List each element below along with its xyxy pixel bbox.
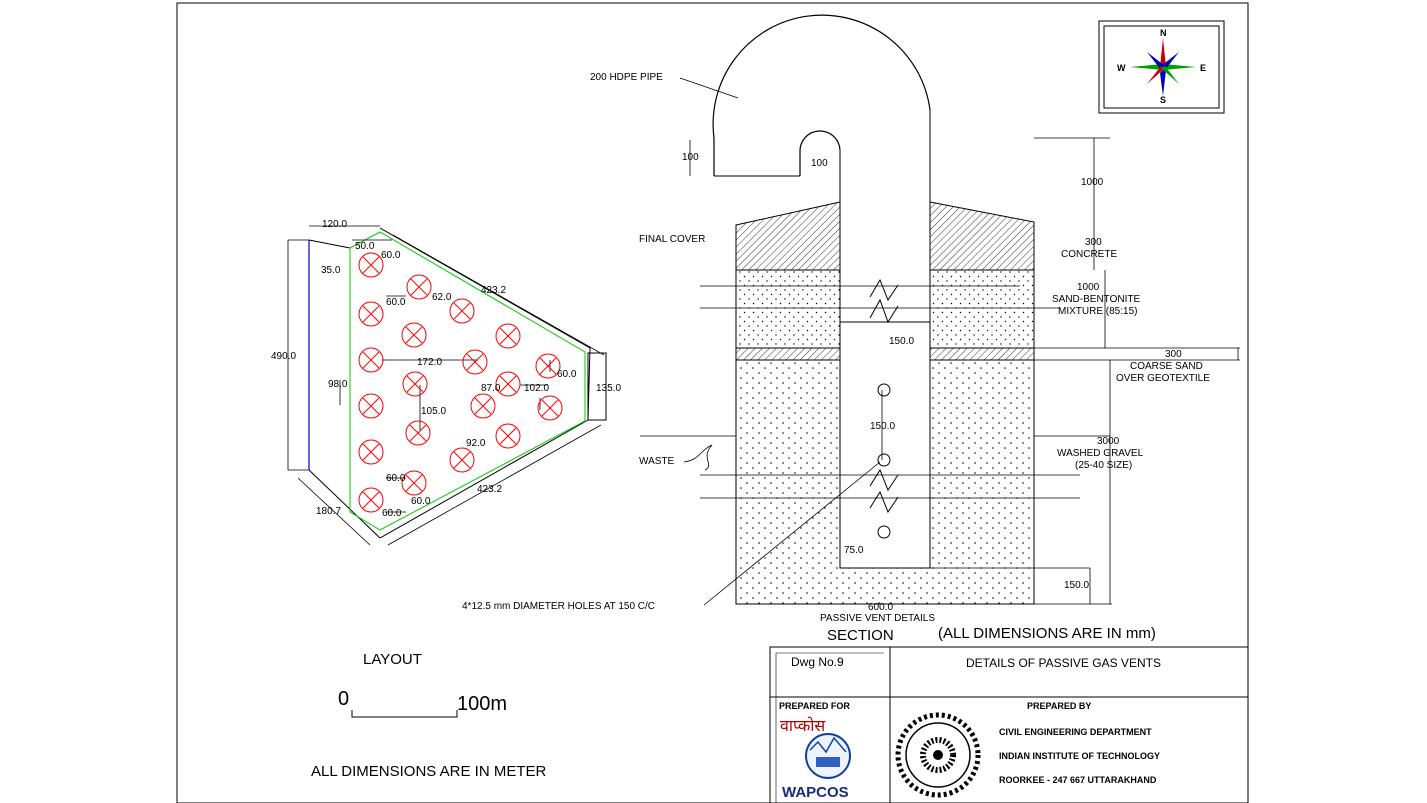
dim-62: 62.0	[432, 292, 452, 303]
scale-zero: 0	[338, 688, 349, 710]
dim-105: 105.0	[421, 406, 446, 417]
title-block: Dwg No.9 DETAILS OF PASSIVE GAS VENTS PR…	[769, 646, 1249, 803]
dim-490: 490.0	[271, 351, 296, 362]
prepared-for-label: PREPARED FOR	[779, 701, 850, 711]
holes-note: 4*12.5 mm DIAMETER HOLES AT 150 C/C	[462, 601, 655, 612]
compass-west-label: W	[1117, 63, 1126, 73]
compass-south-label: S	[1160, 95, 1166, 105]
compass-rose: N S E W	[1098, 20, 1225, 114]
gravel-label-2: (25-40 SIZE)	[1075, 460, 1132, 471]
dim-120: 120.0	[322, 219, 347, 230]
dim-92: 92.0	[466, 438, 486, 449]
gravel-label-1: WASHED GRAVEL	[1057, 448, 1144, 459]
concrete-label: CONCRETE	[1061, 249, 1117, 260]
scale-bar	[351, 710, 458, 718]
final-cover-right	[929, 201, 1035, 271]
dim-75: 75.0	[844, 545, 864, 556]
final-cover-left	[735, 201, 841, 271]
dim-60-c: 60.0	[557, 369, 577, 380]
layout-legend: LAYOUT 0 100m ALL DIMENSIONS ARE IN METE…	[311, 651, 546, 780]
sheet-border	[176, 2, 1249, 803]
vent-pipe-body	[839, 321, 931, 569]
dim-150-pipe: 150.0	[889, 336, 914, 347]
dim-150-holes: 150.0	[870, 421, 895, 432]
dim-60-e: 60.0	[411, 496, 431, 507]
final-cover-label: FINAL COVER	[639, 234, 705, 245]
dim-300-coarse: 300	[1165, 349, 1182, 360]
pipe-label: 200 HDPE PIPE	[590, 72, 663, 83]
dim-35: 35.0	[321, 265, 341, 276]
compass-east-label: E	[1200, 63, 1206, 73]
coarse-sand-left	[735, 347, 841, 361]
sand-bentonite-right	[929, 269, 1035, 349]
dim-3000: 3000	[1097, 436, 1120, 447]
coarse-sand-label-2: OVER GEOTEXTILE	[1116, 373, 1210, 384]
sand-bentonite-left	[735, 269, 841, 349]
gooseneck-outer	[712, 14, 931, 176]
vent-hole-3	[877, 525, 891, 539]
sand-bentonite-label-2: MIXTURE (85:15)	[1058, 306, 1137, 317]
compass-north-label: N	[1160, 28, 1167, 38]
dim-60-b: 60.0	[386, 297, 406, 308]
dim-423-bottom: 423.2	[477, 484, 502, 495]
section-units-note: (ALL DIMENSIONS ARE IN mm)	[938, 625, 1156, 642]
dim-pipe-100-right: 100	[811, 158, 828, 169]
dim-87: 87.0	[481, 383, 501, 394]
waste-label: WASTE	[639, 456, 675, 467]
drawing-title: DETAILS OF PASSIVE GAS VENTS	[966, 656, 1161, 670]
dim-600: 600.0	[868, 602, 893, 613]
wapcos-logo: वाप्कोस WAPCOS	[780, 716, 851, 801]
dim-60-f: 60.0	[382, 508, 402, 519]
dim-172: 172.0	[417, 357, 442, 368]
dim-98: 98.0	[328, 379, 348, 390]
scale-end: 100m	[457, 693, 507, 715]
layout-plan: 120.0 50.0 60.0 35.0 60.0 62.0 423.2 490…	[271, 219, 621, 546]
svg-text:वाप्कोस: वाप्कोस	[780, 716, 826, 735]
section-detail: 200 HDPE PIPE 100 100 FINAL COVER WASTE …	[462, 14, 1240, 644]
layout-title: LAYOUT	[363, 651, 422, 668]
prepared-by-label: PREPARED BY	[1027, 701, 1091, 711]
layout-units-note: ALL DIMENSIONS ARE IN METER	[311, 763, 546, 780]
dim-50: 50.0	[355, 241, 375, 252]
org-line-3: ROORKEE - 247 667 UTTARAKHAND	[999, 775, 1157, 785]
gooseneck-inner	[799, 130, 841, 176]
dim-1000-mid: 1000	[1077, 282, 1100, 293]
dim-102: 102.0	[524, 383, 549, 394]
vent-hole-2	[877, 453, 891, 467]
dim-135: 135.0	[596, 383, 621, 394]
dim-180: 180.7	[316, 506, 341, 517]
vent-hole-1	[877, 383, 891, 397]
dim-60-a: 60.0	[381, 250, 401, 261]
dim-1000-top: 1000	[1081, 177, 1104, 188]
dwg-number: Dwg No.9	[791, 655, 844, 669]
svg-text:WAPCOS: WAPCOS	[782, 784, 849, 801]
section-title: SECTION	[827, 627, 894, 644]
dim-300-concrete: 300	[1085, 237, 1102, 248]
org-line-1: CIVIL ENGINEERING DEPARTMENT	[999, 727, 1152, 737]
section-caption: PASSIVE VENT DETAILS	[820, 613, 935, 624]
org-line-2: INDIAN INSTITUTE OF TECHNOLOGY	[999, 751, 1160, 761]
dim-423-top: 423.2	[481, 285, 506, 296]
dim-150-base: 150.0	[1064, 580, 1089, 591]
sand-bentonite-label-1: SAND-BENTONITE	[1052, 294, 1140, 305]
coarse-sand-right	[929, 347, 1035, 361]
coarse-sand-label-1: COARSE SAND	[1130, 361, 1203, 372]
layout-boundary	[349, 231, 586, 531]
dim-pipe-100-left: 100	[682, 152, 699, 163]
iit-roorkee-logo	[895, 712, 981, 798]
dim-60-d: 60.0	[386, 473, 406, 484]
